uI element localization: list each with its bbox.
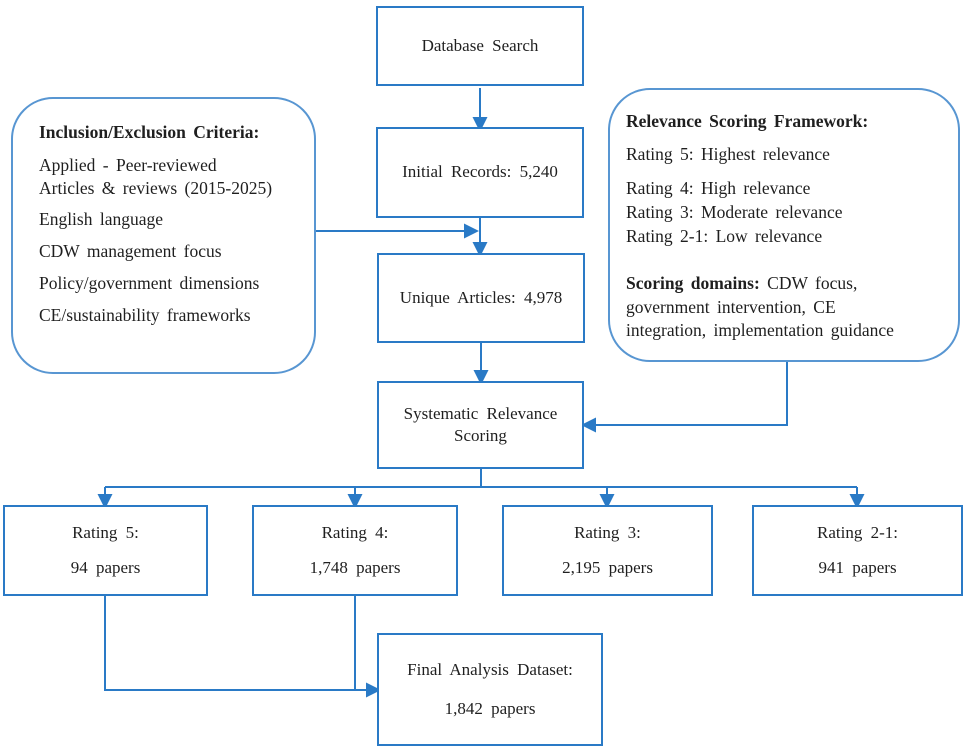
framework-rating-5: Rating 5: Highest relevance: [626, 143, 830, 164]
arrow-rating5-to-final: [104, 596, 381, 698]
initial-records-label: Initial Records: 5,240: [402, 162, 558, 182]
systematic-scoring-box: Systematic Relevance Scoring: [377, 381, 584, 469]
database-search-box: Database Search: [376, 6, 584, 86]
database-search-label: Database Search: [421, 35, 539, 55]
final-analysis-dataset-box: Final Analysis Dataset: 1,842 papers: [377, 633, 603, 746]
systematic-scoring-label: Systematic Relevance Scoring: [403, 403, 558, 445]
rating-3-label: Rating 3:: [574, 522, 641, 542]
criteria-item: Policy/government dimensions: [39, 272, 260, 293]
relevance-scoring-framework-content: Relevance Scoring Framework: Rating 5: H…: [610, 90, 958, 343]
criteria-item: English language: [39, 209, 164, 230]
scoring-domains-label: Scoring domains:: [626, 272, 760, 293]
criteria-item: Applied - Peer-reviewed Articles & revie…: [39, 154, 273, 198]
rating-5-result-box: Rating 5: 94 papers: [3, 505, 208, 596]
inclusion-exclusion-criteria-box: Inclusion/Exclusion Criteria: Applied - …: [11, 97, 316, 374]
final-dataset-label: Final Analysis Dataset:: [407, 660, 573, 680]
rating-4-label: Rating 4:: [321, 522, 389, 542]
rating-4-count: 1,748 papers: [309, 558, 401, 577]
rating-5-label: Rating 5:: [72, 522, 139, 542]
framework-rating-4: Rating 4: High relevance: [626, 177, 811, 198]
rating-4-result-box: Rating 4: 1,748 papers: [252, 505, 458, 596]
criteria-item: CDW management focus: [39, 241, 222, 261]
framework-title: Relevance Scoring Framework:: [626, 111, 869, 131]
rating-5-count: 94 papers: [70, 558, 141, 577]
rating-2-1-count: 941 papers: [818, 558, 897, 577]
rating-2-1-label: Rating 2-1:: [817, 522, 898, 542]
criteria-title: Inclusion/Exclusion Criteria:: [39, 122, 260, 142]
framework-rating-2-1: Rating 2-1: Low relevance: [626, 225, 823, 246]
framework-rating-3: Rating 3: Moderate relevance: [626, 201, 843, 222]
unique-articles-label: Unique Articles: 4,978: [399, 287, 563, 307]
inclusion-exclusion-criteria-content: Inclusion/Exclusion Criteria: Applied - …: [13, 99, 314, 326]
framework-scoring-domains: Scoring domains: CDW focus, government i…: [626, 272, 944, 343]
rating-3-count: 2,195 papers: [562, 558, 653, 577]
relevance-scoring-framework-box: Relevance Scoring Framework: Rating 5: H…: [608, 88, 960, 362]
scoring-domains-text: CDW focus, government intervention, CE i…: [626, 272, 894, 341]
criteria-item: CE/sustainability frameworks: [39, 304, 251, 325]
rating-3-result-box: Rating 3: 2,195 papers: [502, 505, 713, 596]
final-dataset-count: 1,842 papers: [444, 698, 536, 718]
rating-2-1-result-box: Rating 2-1: 941 papers: [752, 505, 963, 596]
arrow-framework-to-scoring: [581, 362, 788, 433]
initial-records-box: Initial Records: 5,240: [376, 127, 584, 218]
unique-articles-box: Unique Articles: 4,978: [377, 253, 585, 343]
